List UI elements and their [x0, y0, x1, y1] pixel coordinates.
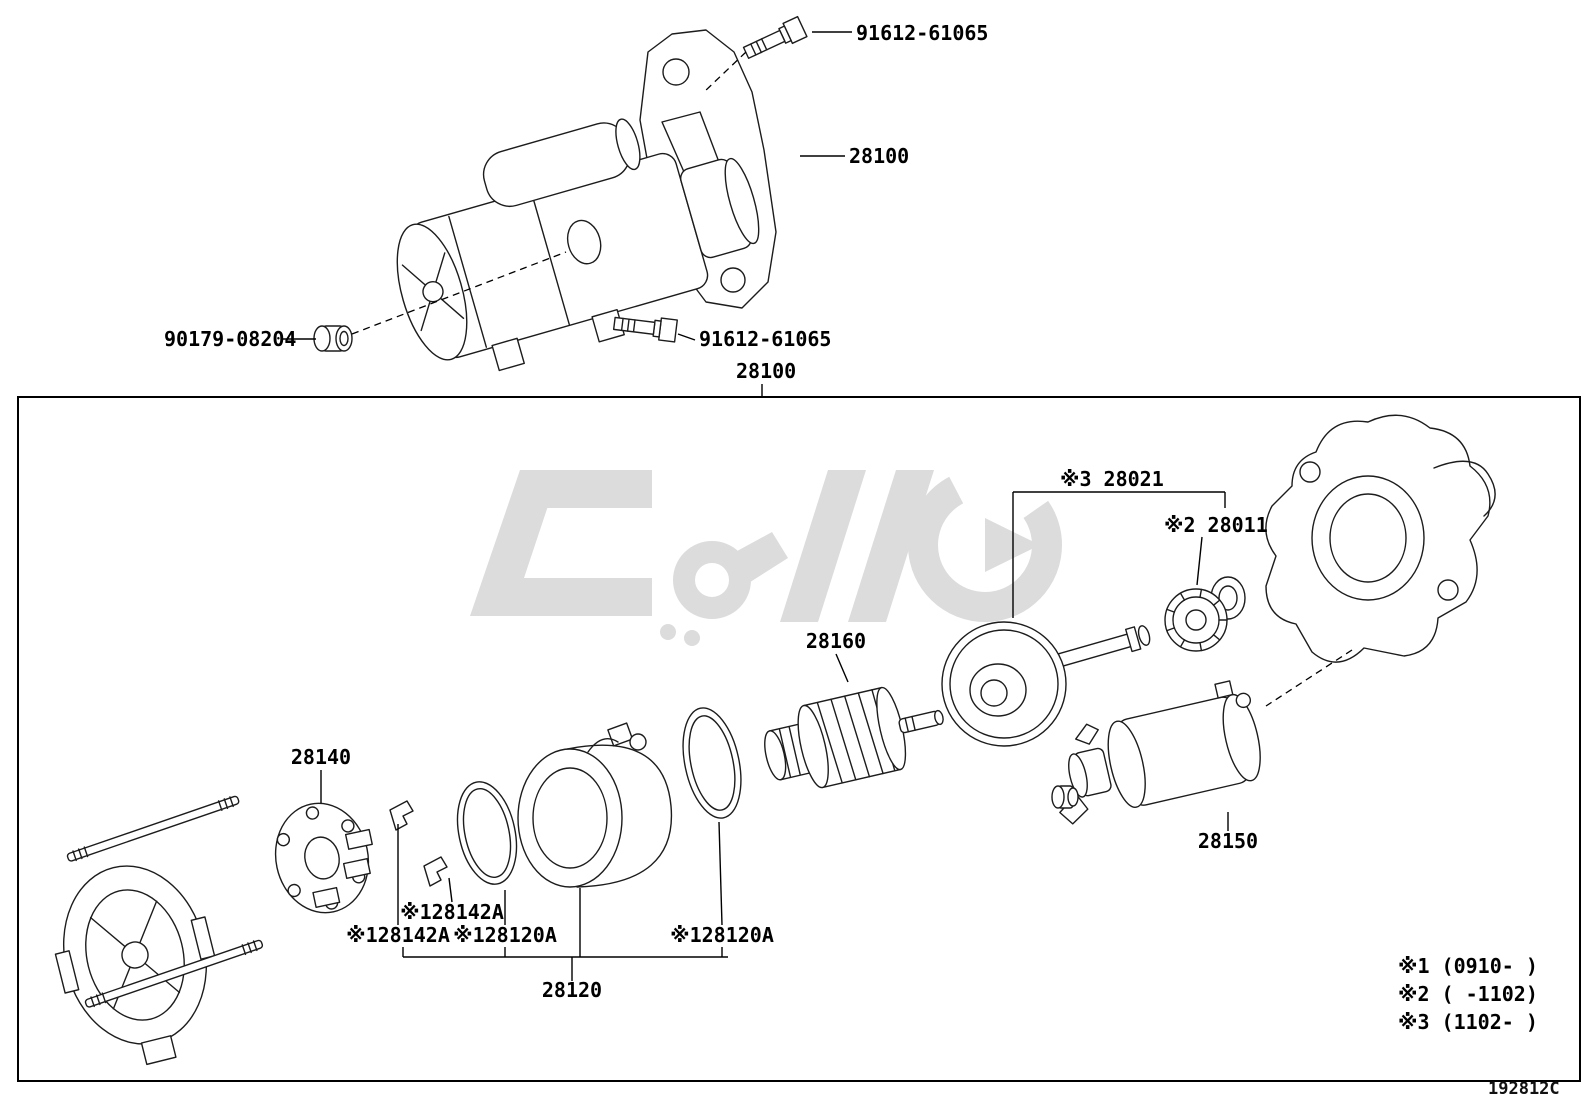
watermark-logo-icon: [470, 468, 1062, 646]
note-line-2: ※2 ( -1102): [1398, 982, 1538, 1006]
end-frame-drawing: [54, 795, 264, 1066]
clip-drawing-bottom: [423, 856, 448, 887]
part-label-pinion: ※2 28011: [1164, 513, 1268, 537]
figure-code: 192812C: [1488, 1079, 1560, 1099]
leader-lines: [282, 31, 1353, 981]
part-label-clip-top: ※128142A: [400, 900, 504, 924]
part-label-exploded-ref: 28100: [736, 359, 796, 383]
oring-drawing-right: [682, 707, 742, 819]
part-label-oring-right: ※128120A: [670, 923, 774, 947]
part-label-field-frame: 28120: [542, 978, 602, 1002]
armature-drawing: [764, 686, 944, 789]
oring-drawing-left: [456, 781, 518, 885]
solenoid-nut-drawing: [1051, 785, 1079, 809]
assembled-starter-drawing: [396, 29, 777, 372]
nut-drawing: [313, 325, 353, 352]
clip-drawing-top: [389, 800, 414, 831]
bolt-bottom-drawing: [612, 316, 678, 343]
part-label-brush-holder: 28140: [291, 745, 351, 769]
exploded-view-border: [17, 396, 1581, 1082]
part-label-clip-bottom: ※128142A: [346, 923, 450, 947]
part-label-solenoid: 28150: [1198, 829, 1258, 853]
part-label-nut: 90179-08204: [164, 327, 296, 351]
solenoid-drawing: [1059, 680, 1261, 825]
brush-holder-drawing: [274, 802, 373, 914]
bolt-top-drawing: [742, 15, 808, 59]
clutch-drawing: [941, 621, 1151, 747]
part-label-clutch: ※3 28021: [1060, 467, 1164, 491]
part-label-armature: 28160: [806, 629, 866, 653]
part-label-bolt-top: 91612-61065: [856, 21, 988, 45]
note-line-3: ※3 (1102- ): [1398, 1010, 1538, 1034]
part-label-bolt-bottom: 91612-61065: [699, 327, 831, 351]
drive-housing-drawing: [1265, 414, 1496, 663]
applicability-notes: ※1 (0910- ) ※2 ( -1102) ※3 (1102- ): [1398, 954, 1538, 1034]
pinion-drawing: [1164, 576, 1246, 652]
field-frame-drawing: [517, 722, 673, 888]
note-line-1: ※1 (0910- ): [1398, 954, 1538, 978]
part-label-oring-left: ※128120A: [453, 923, 557, 947]
part-label-assembly: 28100: [849, 144, 909, 168]
